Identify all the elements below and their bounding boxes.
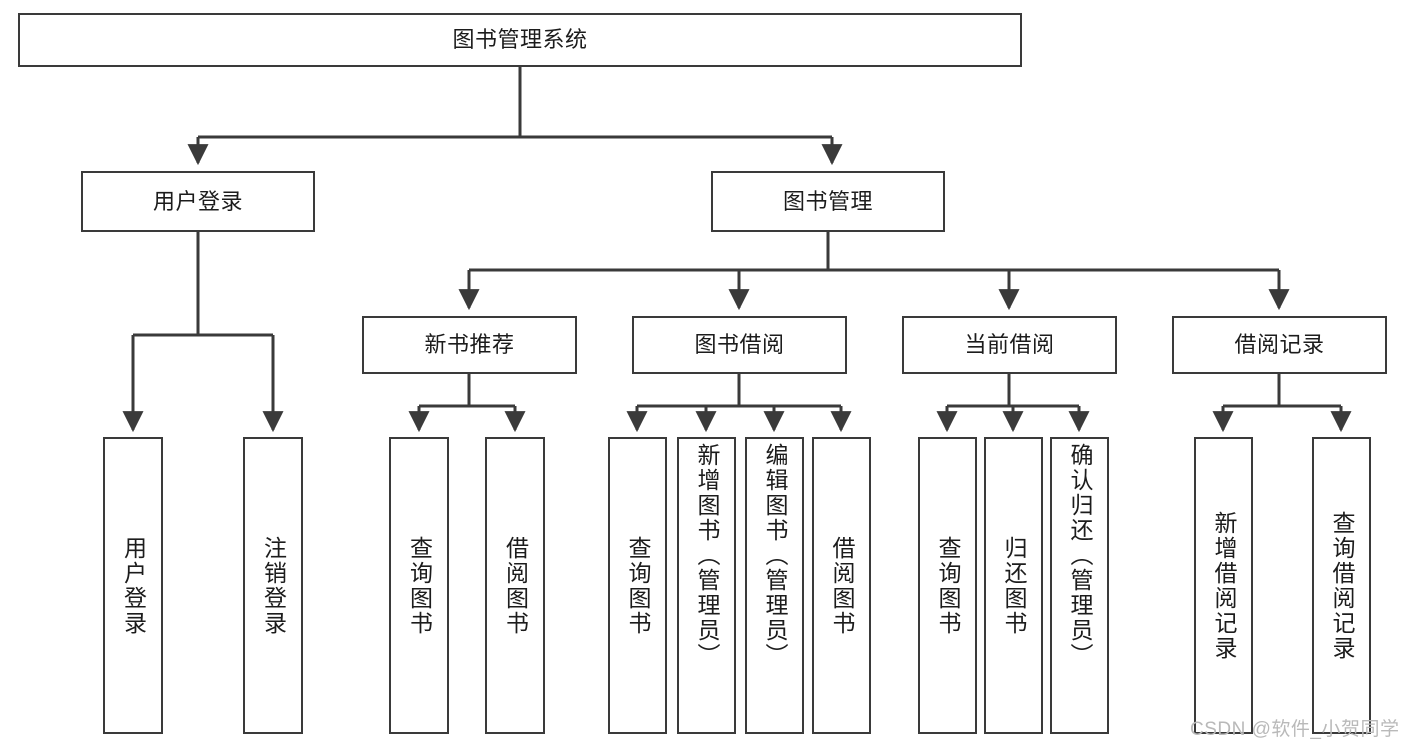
node-leaf-user-login-label: 用户登录 xyxy=(120,535,147,636)
node-borrow-records[interactable]: 借阅记录 xyxy=(1172,316,1387,374)
node-leaf-query-book-3-label: 查询图书 xyxy=(935,535,961,636)
node-new-book-recommend-label: 新书推荐 xyxy=(424,332,515,358)
node-leaf-user-login[interactable]: 用户登录 xyxy=(103,437,163,734)
node-leaf-query-book-2[interactable]: 查询图书 xyxy=(608,437,667,734)
node-leaf-borrow-book-2[interactable]: 借阅图书 xyxy=(812,437,871,734)
node-leaf-borrow-book-2-label: 借阅图书 xyxy=(829,535,855,636)
node-leaf-borrow-book-1-label: 借阅图书 xyxy=(502,535,529,636)
node-current-borrow[interactable]: 当前借阅 xyxy=(902,316,1117,374)
node-leaf-confirm-return-label: 确认归还（管理员） xyxy=(1067,443,1093,668)
node-leaf-confirm-return[interactable]: 确认归还（管理员） xyxy=(1050,437,1109,734)
node-leaf-return-book[interactable]: 归还图书 xyxy=(984,437,1043,734)
node-leaf-query-borrow-record-label: 查询借阅记录 xyxy=(1329,510,1355,661)
node-leaf-add-book[interactable]: 新增图书（管理员） xyxy=(677,437,736,734)
node-leaf-borrow-book-1[interactable]: 借阅图书 xyxy=(485,437,545,734)
node-leaf-add-book-label: 新增图书（管理员） xyxy=(694,443,720,668)
node-book-borrow-label: 图书借阅 xyxy=(694,332,785,358)
node-leaf-add-borrow-record-label: 新增借阅记录 xyxy=(1211,510,1237,661)
node-root[interactable]: 图书管理系统 xyxy=(18,13,1022,67)
node-leaf-query-book-3[interactable]: 查询图书 xyxy=(918,437,977,734)
node-leaf-query-book-2-label: 查询图书 xyxy=(625,535,651,636)
node-leaf-add-borrow-record[interactable]: 新增借阅记录 xyxy=(1194,437,1253,734)
node-leaf-query-book-1[interactable]: 查询图书 xyxy=(389,437,449,734)
node-leaf-edit-book[interactable]: 编辑图书（管理员） xyxy=(745,437,804,734)
node-new-book-recommend[interactable]: 新书推荐 xyxy=(362,316,577,374)
node-leaf-logout-login[interactable]: 注销登录 xyxy=(243,437,303,734)
node-book-borrow[interactable]: 图书借阅 xyxy=(632,316,847,374)
node-user-login-label: 用户登录 xyxy=(152,188,243,214)
node-leaf-edit-book-label: 编辑图书（管理员） xyxy=(762,443,788,668)
watermark-text: CSDN @软件_小贺同学 xyxy=(1190,719,1400,740)
node-leaf-query-book-1-label: 查询图书 xyxy=(406,535,433,636)
node-root-label: 图书管理系统 xyxy=(452,27,588,53)
node-borrow-records-label: 借阅记录 xyxy=(1234,332,1325,358)
node-book-management[interactable]: 图书管理 xyxy=(711,171,945,232)
node-leaf-query-borrow-record[interactable]: 查询借阅记录 xyxy=(1312,437,1371,734)
node-current-borrow-label: 当前借阅 xyxy=(964,332,1055,358)
node-leaf-return-book-label: 归还图书 xyxy=(1001,535,1027,636)
node-user-login[interactable]: 用户登录 xyxy=(81,171,315,232)
node-leaf-logout-login-label: 注销登录 xyxy=(260,535,287,636)
node-book-management-label: 图书管理 xyxy=(782,188,873,214)
